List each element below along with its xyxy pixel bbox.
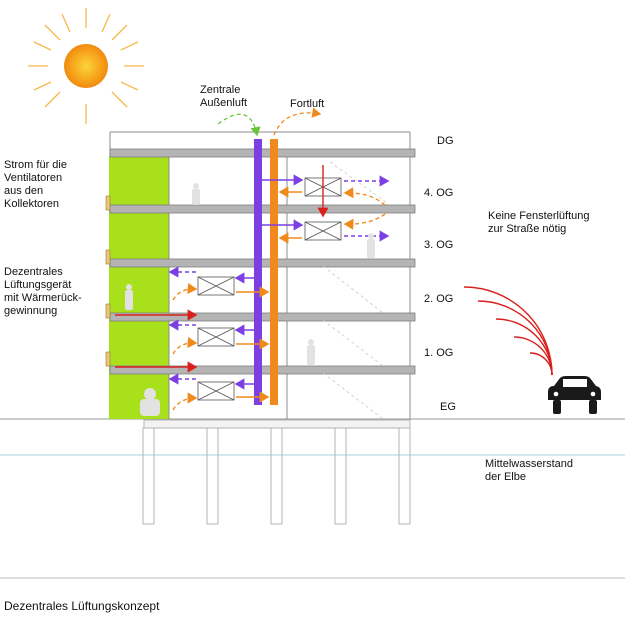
floor-label-2og: 2. OG (424, 293, 454, 305)
air-flows (115, 165, 390, 411)
exhaust-label: Fortluft (290, 98, 325, 110)
green-facade (109, 156, 169, 419)
floor-label-dg: DG (437, 135, 454, 147)
floor-label-eg: EG (440, 401, 456, 413)
power-label: Strom für die Ventilatoren aus den Kolle… (4, 159, 67, 210)
car-icon (548, 376, 601, 414)
water-level-label: Mittelwasserstand der Elbe (485, 458, 574, 483)
floor-label-4og: 4. OG (424, 187, 454, 199)
no-window-label: Keine Fensterlüftung zur Straße nötig (488, 210, 590, 235)
collector-panels (105, 195, 111, 367)
exhaust-duct (270, 139, 278, 405)
supply-duct (254, 139, 262, 405)
stairs (322, 161, 391, 420)
foundation-piles (142, 419, 411, 525)
sun-icon (28, 8, 144, 124)
floor-label-1og: 1. OG (424, 347, 454, 359)
caption: Dezentrales Lüftungskonzept (4, 599, 160, 613)
floor-label-3og: 3. OG (424, 239, 454, 251)
noise-waves-icon (463, 286, 553, 376)
central-intake-label: Zentrale Außenluft (200, 84, 248, 109)
decentral-unit-label: Dezentrales Lüftungsgerät mit Wärmerück-… (4, 266, 82, 317)
person-icon (125, 183, 375, 416)
